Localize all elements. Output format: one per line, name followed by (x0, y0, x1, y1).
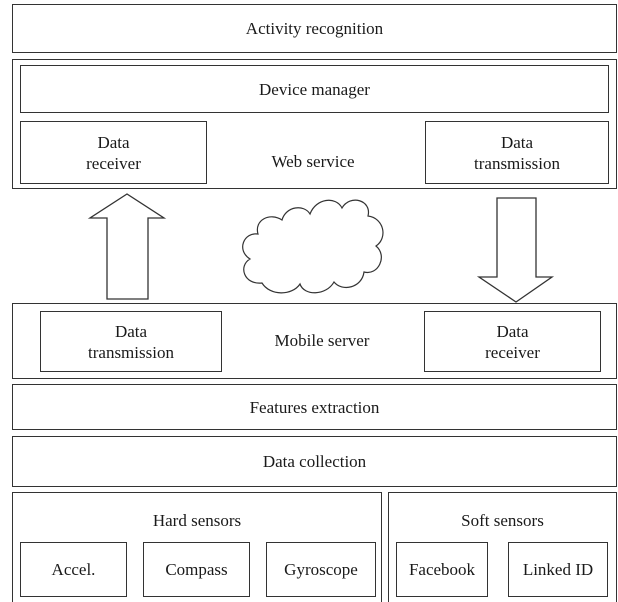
web-data-transmission-line2: transmission (474, 153, 560, 173)
up-arrow (87, 193, 167, 300)
cloud-icon (242, 199, 384, 294)
web-data-receiver-line2: receiver (86, 153, 141, 173)
web-data-transmission-line1: Data (500, 132, 534, 152)
mobile-data-receiver-line1: Data (496, 321, 529, 341)
web-data-receiver-line1: Data (97, 132, 130, 152)
activity-recognition-label: Activity recognition (245, 19, 384, 38)
down-arrow (476, 197, 555, 303)
sensor-linked-id-label: Linked ID (522, 560, 594, 579)
web-service-label: Web service (271, 152, 355, 171)
data-collection-label: Data collection (262, 452, 367, 471)
activity-recognition-layer: Activity recognition (12, 4, 617, 53)
sensor-linked-id: Linked ID (508, 542, 608, 597)
mobile-data-receiver-line2: receiver (485, 342, 540, 362)
sensor-compass-label: Compass (165, 560, 228, 579)
sensor-gyroscope-label: Gyroscope (284, 560, 358, 579)
mobile-data-transmission-line2: transmission (88, 342, 174, 362)
mobile-server-label: Mobile server (274, 331, 370, 350)
mobile-data-receiver-box: Data receiver (424, 311, 601, 372)
sensor-facebook-label: Facebook (408, 560, 476, 579)
mobile-data-transmission-line1: Data (114, 321, 148, 341)
sensor-gyroscope: Gyroscope (266, 542, 376, 597)
web-data-transmission-box: Data transmission (425, 121, 609, 184)
sensor-accel: Accel. (20, 542, 127, 597)
hard-sensors-label: Hard sensors (152, 511, 242, 530)
features-extraction-layer: Features extraction (12, 384, 617, 430)
sensor-accel-label: Accel. (51, 560, 96, 579)
device-manager-box: Device manager (20, 65, 609, 113)
data-collection-layer: Data collection (12, 436, 617, 487)
features-extraction-label: Features extraction (249, 397, 380, 417)
sensor-compass: Compass (143, 542, 250, 597)
soft-sensors-label: Soft sensors (461, 511, 544, 530)
web-data-receiver-box: Data receiver (20, 121, 207, 184)
device-manager-label: Device manager (259, 79, 370, 99)
sensor-facebook: Facebook (396, 542, 488, 597)
mobile-data-transmission-box: Data transmission (40, 311, 222, 372)
